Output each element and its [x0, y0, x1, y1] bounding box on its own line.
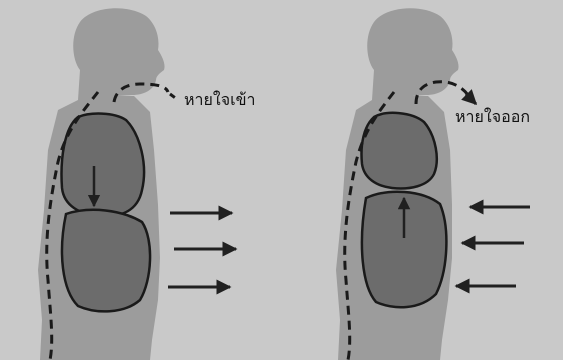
head-inhale	[73, 8, 164, 100]
chest-cavity-inhale	[62, 114, 144, 217]
inhale-label: หายใจเข้า	[184, 92, 255, 108]
abdomen-inhale	[62, 210, 150, 312]
exhale-label: หายใจออก	[455, 109, 530, 125]
head-exhale	[367, 8, 458, 100]
